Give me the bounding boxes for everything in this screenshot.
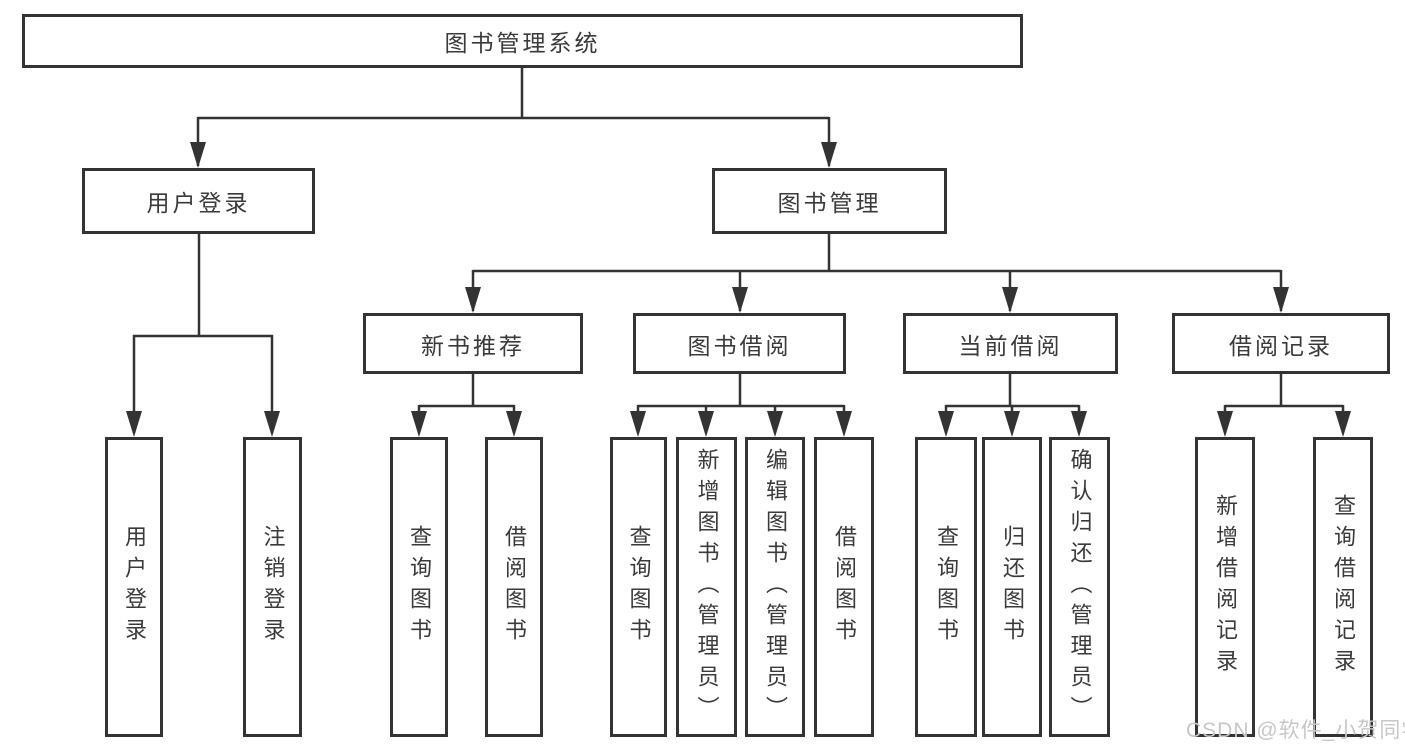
leaf-cb-return-books: 归还图书: [982, 437, 1042, 737]
leaf-bb-edit-books-admin: 编辑图书（管理员）: [745, 437, 805, 737]
node-current-borrowing: 当前借阅: [903, 313, 1118, 374]
arrowheads: [126, 142, 1351, 437]
leaf-nbr-borrow-books: 借阅图书: [485, 437, 543, 737]
node-user-login-branch: 用户登录: [82, 168, 315, 234]
leaf-br-add-record: 新增借阅记录: [1195, 437, 1255, 737]
leaf-bb-borrow-books: 借阅图书: [814, 437, 874, 737]
leaf-cb-confirm-return-admin: 确认归还（管理员）: [1049, 437, 1110, 737]
leaf-br-query-record: 查询借阅记录: [1313, 437, 1373, 737]
node-library-system: 图书管理系统: [22, 14, 1023, 68]
node-borrowing-records: 借阅记录: [1172, 313, 1390, 374]
leaf-bb-query-books: 查询图书: [610, 437, 667, 737]
node-book-management: 图书管理: [712, 168, 947, 234]
watermark: CSDN @软件_小贺同学: [1186, 719, 1405, 742]
leaf-user-login: 用户登录: [105, 437, 163, 737]
leaf-nbr-query-books: 查询图书: [390, 437, 448, 737]
node-new-book-recommend: 新书推荐: [363, 313, 583, 374]
leaf-logout-login: 注销登录: [243, 437, 302, 737]
node-book-borrowing: 图书借阅: [633, 313, 846, 374]
leaf-cb-query-books: 查询图书: [915, 437, 977, 737]
leaf-bb-add-books-admin: 新增图书（管理员）: [676, 437, 737, 737]
